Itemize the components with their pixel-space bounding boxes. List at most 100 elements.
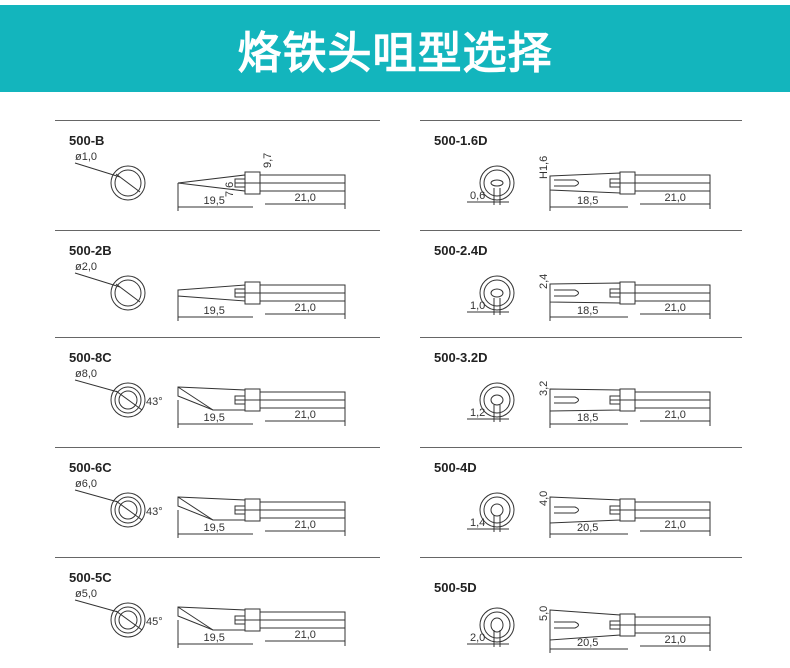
thickness-label: 1,0 <box>470 300 485 312</box>
end-view-outer <box>479 492 515 528</box>
tip-stub <box>234 505 246 515</box>
tip-body <box>177 606 246 631</box>
end-view-inner <box>114 386 142 414</box>
end-view-inner <box>114 606 142 634</box>
end-view-core <box>490 394 504 406</box>
end-view-diagonal <box>115 500 143 521</box>
chisel-face <box>554 289 579 297</box>
tip-model-label: 500-3.2D <box>434 350 488 365</box>
shank-label: 21,0 <box>665 192 686 204</box>
end-view-core <box>490 179 504 187</box>
end-view-inner <box>114 279 142 307</box>
end-view-core <box>118 390 138 410</box>
tip-model-label: 500-6C <box>69 460 112 475</box>
end-view-inner <box>114 169 142 197</box>
end-view-inner <box>483 386 511 414</box>
angle-label: 43° <box>146 506 163 518</box>
tip-model-label: 500-5D <box>434 580 477 595</box>
length-label: 19,5 <box>204 412 225 424</box>
page-title: 烙铁头咀型选择 <box>237 27 553 79</box>
end-view-outer <box>479 165 515 201</box>
diameter-label: ø5,0 <box>75 588 97 600</box>
tip-stub <box>234 178 246 188</box>
end-view-inner <box>483 611 511 639</box>
end-view-outer <box>110 382 146 418</box>
end-view-outer <box>479 275 515 311</box>
diameter-label: ø8,0 <box>75 368 97 380</box>
length-label: 18,5 <box>577 305 598 317</box>
diameter-label: ø1,0 <box>75 151 97 163</box>
end-view-outer <box>110 275 146 311</box>
end-view-core <box>490 288 504 298</box>
end-view-outer <box>110 165 146 201</box>
length-label: 19,5 <box>204 305 225 317</box>
end-view-diagonal <box>115 610 143 631</box>
tip-model-label: 500-2B <box>69 243 112 258</box>
length-label: 19,5 <box>204 632 225 644</box>
tip-drawing: 0,6 H1,6 18,5 21,0 <box>467 156 711 211</box>
tip-stub <box>234 615 246 625</box>
height-label: 3,2 <box>538 381 550 396</box>
length-label: 18,5 <box>577 195 598 207</box>
tip-model-label: 500-8C <box>69 350 112 365</box>
thickness-label: 1,4 <box>470 517 485 529</box>
end-view-inner <box>483 169 511 197</box>
thickness-label: 2,0 <box>470 632 485 644</box>
height-label: 4,0 <box>538 491 550 506</box>
shank-label: 21,0 <box>295 192 316 204</box>
end-view-diagonal <box>115 390 143 411</box>
chisel-face <box>554 396 579 404</box>
tip-stub <box>234 395 246 405</box>
end-view-outer <box>479 382 515 418</box>
tip-model-label: 500-2.4D <box>434 243 488 258</box>
diameter-label: ø2,0 <box>75 261 97 273</box>
end-view-outer <box>110 492 146 528</box>
thickness-label: 1,2 <box>470 407 485 419</box>
tip-cell-500-3.2D: 500-3.2D 1,2 3,2 18,5 21,0 <box>420 337 742 448</box>
shank-label: 21,0 <box>295 519 316 531</box>
angle-label: 45° <box>146 616 163 628</box>
height-label: 5,0 <box>538 606 550 621</box>
shank-label: 21,0 <box>665 409 686 421</box>
shank-label: 21,0 <box>295 629 316 641</box>
collar-diameter-label: 9,7 <box>262 153 274 168</box>
length-label: 18,5 <box>577 412 598 424</box>
chisel-face <box>554 179 579 187</box>
end-view-outer <box>110 602 146 638</box>
diameter-leader <box>74 272 121 288</box>
end-view-core <box>490 617 504 633</box>
length-label: 20,5 <box>577 637 598 649</box>
diameter-leader <box>74 489 119 503</box>
end-view-inner <box>483 279 511 307</box>
tip-drawing: ø6,0 43° 19,5 21,0 <box>74 478 346 538</box>
end-view-inner <box>483 496 511 524</box>
tip-model-label: 500-4D <box>434 460 477 475</box>
angle-label: 43° <box>146 396 163 408</box>
thickness-label: 0,6 <box>470 190 485 202</box>
tip-stub <box>609 288 621 298</box>
diameter-leader <box>74 599 119 613</box>
length-label: 20,5 <box>577 522 598 534</box>
tip-stub <box>609 505 621 515</box>
diameter-label: ø6,0 <box>75 478 97 490</box>
length-label: 19,5 <box>204 522 225 534</box>
height-label: 2,4 <box>538 274 550 289</box>
bevel-face <box>177 386 214 411</box>
height-label: H1,6 <box>538 156 550 179</box>
end-view-core <box>118 610 138 630</box>
bevel-face <box>177 606 214 631</box>
tip-diameter-label: 7,6 <box>224 182 236 197</box>
tip-stub <box>234 288 246 298</box>
